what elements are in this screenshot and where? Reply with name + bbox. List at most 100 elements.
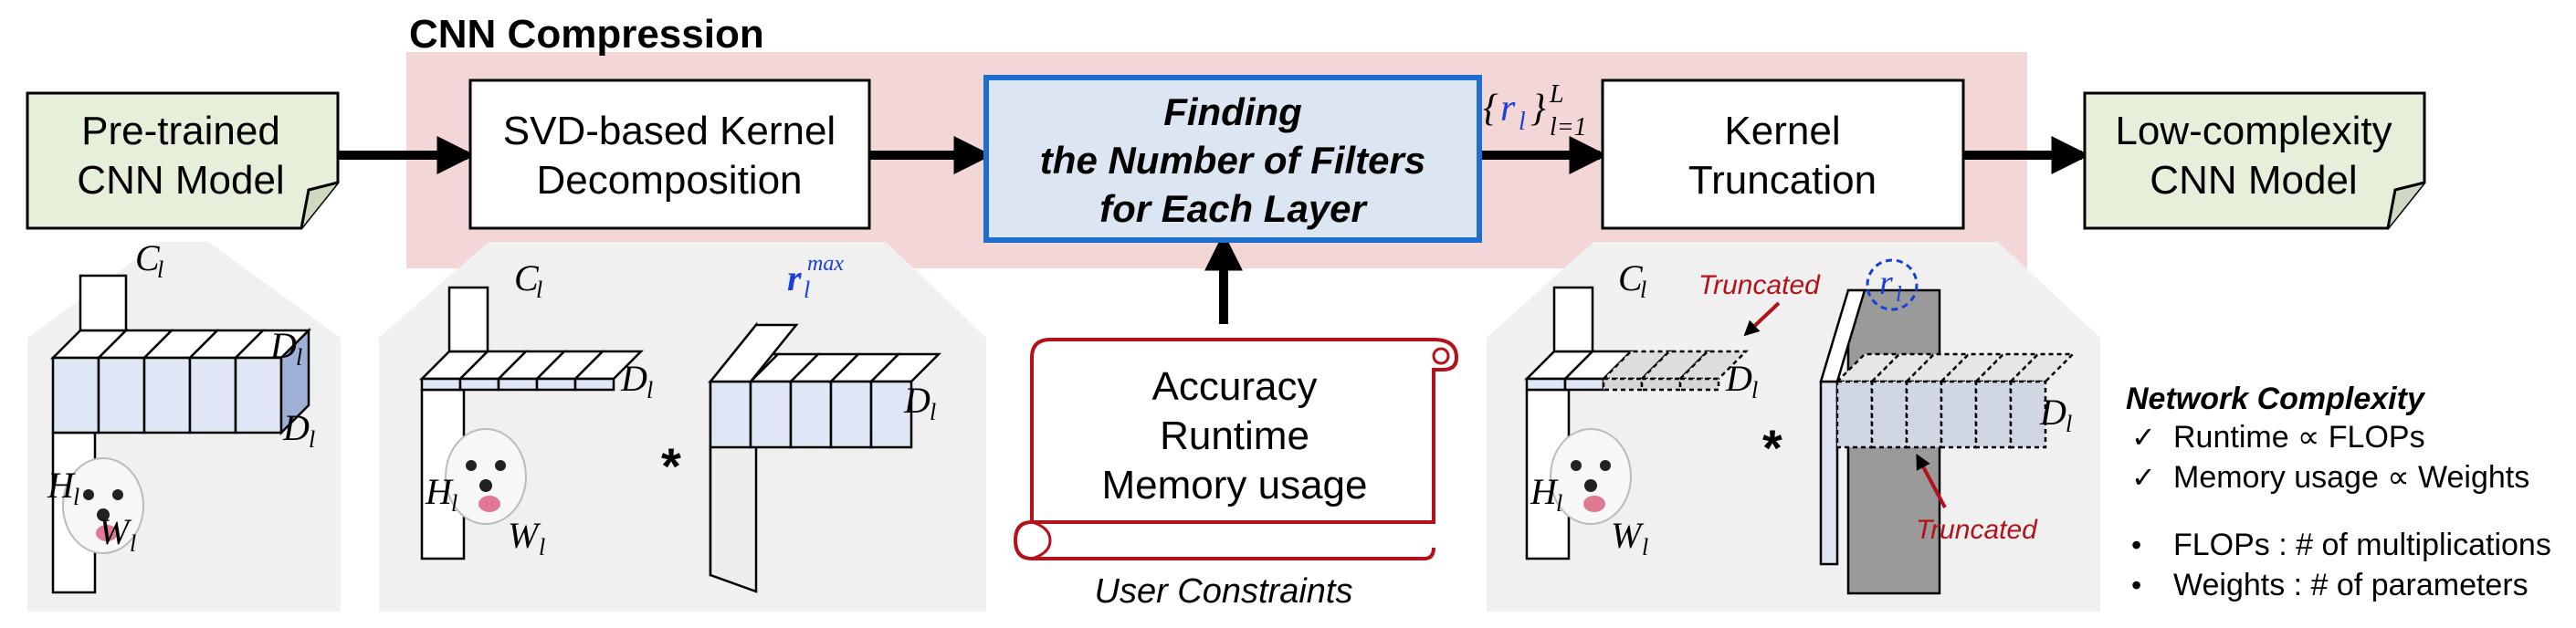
svd-line-2: Decomposition (536, 158, 802, 203)
bullet-mark-2: • (2131, 569, 2141, 602)
rank-sup: L (1549, 80, 1564, 109)
p2-basis-front (709, 380, 752, 449)
dim-h-3: H (1530, 471, 1559, 512)
dim-rmax-sup: max (807, 252, 844, 276)
low-complexity-note: Low-complexity CNN Model (2083, 91, 2426, 230)
pretrained-line-2: CNN Model (77, 158, 284, 203)
truncated-label-bottom: Truncated (1916, 515, 2038, 545)
decomposition-panel (379, 242, 986, 612)
rl-highlight-circle (1866, 258, 1919, 311)
p2-front-face (497, 377, 539, 392)
dim-d-1a-sub: l (296, 344, 302, 371)
p2-basis-slab (708, 323, 799, 383)
p2-c-column (447, 286, 489, 353)
truncated-label-top: Truncated (1698, 270, 1821, 300)
svd-decomposition-box: SVD-based Kernel Decomposition (468, 78, 871, 230)
dim-w-3-sub: l (1642, 534, 1648, 560)
dimension-labels: C l D l D l H l W l C l D l H l W l * r … (47, 237, 2072, 560)
check-runtime: Runtime ∝ FLOPs (2173, 420, 2425, 455)
user-constraints-scroll: Accuracy Runtime Memory usage (1013, 338, 1459, 560)
rank-set-label: { r l } L l=1 (1483, 80, 1587, 141)
multiply-sign-1: * (661, 437, 681, 495)
constraint-runtime: Runtime (1160, 413, 1309, 458)
pretrained-model-note: Pre-trained CNN Model (26, 91, 340, 230)
check-mark-2: ✓ (2131, 461, 2156, 494)
dim-c-2: C (514, 257, 540, 298)
dim-d-1b: D (282, 407, 310, 448)
dim-c-1: C (135, 237, 161, 278)
bullet-flops: FLOPs : # of multiplications (2173, 528, 2551, 562)
truncation-panel (1487, 242, 2100, 612)
check-memory: Memory usage ∝ Weights (2173, 460, 2529, 495)
dim-h-2-sub: l (451, 490, 457, 517)
p2-front-face (458, 377, 500, 392)
dim-h-1: H (47, 465, 76, 506)
p1-dog-image (62, 457, 144, 554)
rank-brace-open: { (1483, 88, 1498, 130)
dim-d-3b-sub: l (2066, 411, 2072, 437)
p1-c-column (79, 274, 128, 332)
rank-var-sub: l (1519, 108, 1526, 136)
dim-h-2: H (425, 471, 454, 512)
p3-top-face (1677, 350, 1750, 381)
network-complexity-legend: Network Complexity ✓ Runtime ∝ FLOPs ✓ M… (2126, 382, 2551, 602)
p2-basis-front (829, 380, 873, 449)
dim-d-3b: D (2039, 392, 2066, 433)
p2-basis-front (869, 380, 913, 449)
p3-basis-front (1974, 380, 2013, 449)
complexity-title: Network Complexity (2126, 382, 2426, 416)
dim-rl-sub: l (1896, 283, 1902, 307)
dim-w-2-sub: l (539, 534, 545, 560)
p3-basis-front (1870, 380, 1908, 449)
dim-d-2b-sub: l (930, 399, 936, 425)
multiply-sign-2: * (1762, 419, 1782, 476)
p3-basis-front (1835, 380, 1874, 449)
p1-side-face (279, 327, 310, 436)
dim-rl-var: r (1879, 264, 1893, 302)
p2-dog-image (445, 428, 527, 525)
dim-h-3-sub: l (1556, 490, 1562, 517)
finding-filters-box: Finding the Number of Filters for Each L… (983, 75, 1482, 243)
dim-d-1b-sub: l (309, 426, 315, 453)
constraint-accuracy: Accuracy (1152, 364, 1318, 409)
p3-front-face (1563, 377, 1605, 392)
dim-c-3-sub: l (1640, 277, 1646, 303)
bullet-weights: Weights : # of parameters (2173, 568, 2529, 602)
truncation-line-1: Kernel (1724, 109, 1840, 153)
dim-w-1-sub: l (130, 530, 136, 557)
svd-line-1: SVD-based Kernel (503, 109, 836, 153)
p2-front-face (535, 377, 577, 392)
lowcomplexity-line-2: CNN Model (2150, 158, 2357, 203)
diagram-title: CNN Compression (409, 12, 764, 57)
p1-front-face (234, 356, 283, 434)
truncated-arrow-top (1743, 301, 1781, 337)
pretrained-line-1: Pre-trained (81, 109, 280, 153)
kernel-illustrations (49, 274, 2077, 595)
p3-front-face (1525, 377, 1567, 392)
constraint-memory: Memory usage (1101, 463, 1367, 508)
p3-truncated-face (1640, 377, 1682, 392)
dim-h-1-sub: l (73, 484, 79, 510)
dim-d-1a: D (269, 325, 297, 366)
kernel-truncation-box: Kernel Truncation (1601, 78, 1965, 230)
p3-basis-front (2009, 380, 2047, 449)
p3-basis-front (1940, 380, 1978, 449)
p2-front-face (573, 377, 615, 392)
check-mark-1: ✓ (2131, 421, 2156, 454)
dim-w-1: W (99, 511, 132, 552)
dim-w-2: W (508, 515, 541, 556)
finding-line-2: the Number of Filters (1040, 139, 1425, 182)
dim-d-2a-sub: l (647, 377, 653, 403)
truncated-arrow-bottom (1916, 454, 1947, 508)
p1-front-face (51, 356, 100, 434)
dim-rmax-sub: l (804, 277, 810, 303)
p1-front-face (188, 356, 237, 434)
truncation-line-2: Truncation (1688, 158, 1877, 203)
p3-basis-front (1905, 380, 1943, 449)
dim-d-3a-sub: l (1751, 377, 1758, 403)
dim-rmax-var: r (787, 257, 802, 298)
user-constraints-caption: User Constraints (1095, 572, 1353, 611)
dim-d-3a: D (1725, 358, 1752, 399)
rank-var: r (1500, 88, 1516, 130)
